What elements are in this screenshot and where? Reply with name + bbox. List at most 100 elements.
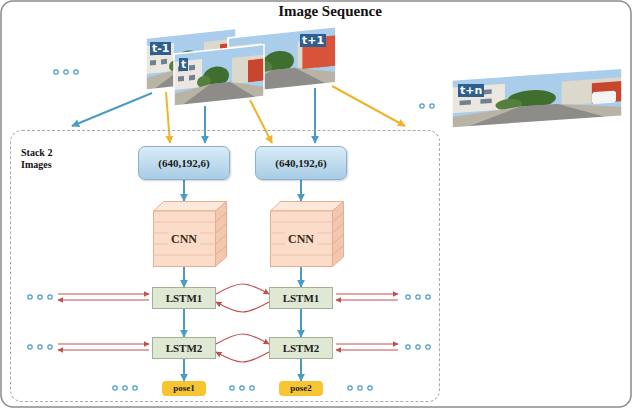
cnn-layer-line	[216, 246, 227, 256]
street-photo	[452, 68, 622, 128]
frame-label: t+n	[458, 84, 484, 97]
cnn-cube	[216, 202, 227, 267]
node-label: CNN	[168, 232, 200, 247]
ellipsis-dots	[348, 386, 352, 390]
street-photo	[452, 68, 622, 128]
ellipsis-dots	[430, 104, 434, 108]
ellipsis-dots	[64, 70, 68, 74]
flow-arrow	[183, 309, 185, 337]
lstm-box: LSTM2	[152, 337, 216, 359]
cnn-cube	[271, 202, 344, 212]
cnn-layer-line	[216, 213, 227, 223]
street-photo	[174, 45, 264, 106]
ellipsis-dots	[406, 345, 410, 349]
recurrent-arrow	[216, 302, 269, 312]
ellipsis-dots	[28, 345, 32, 349]
ellipsis-dots	[113, 386, 117, 390]
recurrent-arrow	[216, 284, 269, 294]
frame-arrow	[72, 93, 152, 126]
node-label: LSTM2	[283, 342, 320, 354]
cnn-cube	[333, 202, 344, 267]
ellipsis-dots	[28, 70, 434, 390]
flow-arrow	[300, 267, 302, 287]
ellipsis-dots	[426, 345, 430, 349]
state-arrow	[58, 299, 149, 300]
input-stack-region: Stack 2 Images (640,192,6) (640,192,6) CNN C…	[10, 130, 440, 402]
ellipsis-dots	[426, 295, 430, 299]
cnn-cube	[271, 211, 333, 267]
flow-arrow	[183, 267, 185, 287]
diagram-title: Image Sequence	[14, 3, 632, 20]
cnn-layer-line	[333, 246, 344, 256]
frame-arrow	[250, 100, 272, 143]
flow-arrow	[300, 359, 302, 381]
ellipsis-dots	[368, 386, 372, 390]
ellipsis-dots	[133, 386, 137, 390]
lstm-box: LSTM2	[269, 337, 333, 359]
cnn-block: CNN	[270, 201, 344, 267]
pose-output: pose1	[162, 381, 206, 396]
ellipsis-dots	[406, 295, 410, 299]
flow-arrow	[183, 180, 185, 201]
ellipsis-dots	[48, 345, 52, 349]
node-label: LSTM1	[283, 292, 320, 304]
street-photo	[174, 45, 264, 106]
cnn-layer-line	[216, 224, 227, 234]
node-label: LSTM1	[166, 292, 203, 304]
state-arrow	[58, 293, 149, 294]
cnn-face: CNN	[153, 211, 215, 267]
ellipsis-dots	[240, 386, 244, 390]
state-arrow	[336, 349, 398, 350]
cnn-layer-line	[333, 235, 344, 245]
ellipsis-dots	[416, 295, 420, 299]
state-arrow	[336, 343, 398, 344]
ellipsis-dots	[38, 345, 42, 349]
street-photo	[174, 45, 264, 106]
lstm-box: LSTM1	[152, 287, 216, 309]
state-arrow	[58, 343, 149, 344]
node-label: (640,192,6)	[158, 157, 209, 169]
cnn-layer-line	[333, 213, 344, 223]
state-arrow	[336, 293, 398, 294]
cnn-layer-line	[154, 255, 216, 256]
cnn-layer-line	[333, 224, 344, 234]
street-photo	[592, 91, 616, 105]
street-photo	[174, 45, 264, 106]
ellipsis-dots	[416, 345, 420, 349]
cnn-face: CNN	[270, 211, 332, 267]
cnn-block: CNN	[153, 201, 227, 267]
state-arrow	[58, 349, 149, 350]
flow-arrow	[183, 359, 185, 381]
ellipsis-dots	[123, 386, 127, 390]
ellipsis-dots	[230, 386, 234, 390]
cnn-cube	[154, 202, 227, 212]
flow-arrow	[300, 309, 302, 337]
ellipsis-dots	[38, 295, 42, 299]
street-photo	[452, 68, 622, 128]
frame-arrow	[166, 92, 170, 143]
recurrent-arrow	[216, 334, 269, 344]
cnn-layer-line	[271, 255, 333, 256]
recurrent-arrow	[216, 352, 269, 362]
frame-arrow	[204, 106, 206, 143]
pose-output: pose2	[279, 381, 323, 396]
ellipsis-dots	[48, 295, 52, 299]
ellipsis-dots	[74, 70, 78, 74]
lstm-box: LSTM1	[269, 287, 333, 309]
frame-arrow	[72, 86, 405, 143]
ellipsis-dots	[420, 104, 424, 108]
cnn-cube	[154, 211, 216, 267]
flow-arrow	[300, 180, 302, 201]
node-label: pose2	[290, 383, 312, 393]
ellipsis-dots	[28, 295, 32, 299]
node-label: pose1	[173, 383, 195, 393]
region-heading: Stack 2 Images	[21, 147, 69, 170]
state-arrow	[58, 294, 398, 350]
street-photo	[452, 68, 622, 128]
cnn-layer-line	[154, 222, 216, 223]
state-arrow	[336, 299, 398, 300]
cnn-layer-line	[216, 235, 227, 245]
input-tensor-box: (640,192,6)	[255, 146, 347, 180]
frame-label: t	[179, 58, 188, 71]
